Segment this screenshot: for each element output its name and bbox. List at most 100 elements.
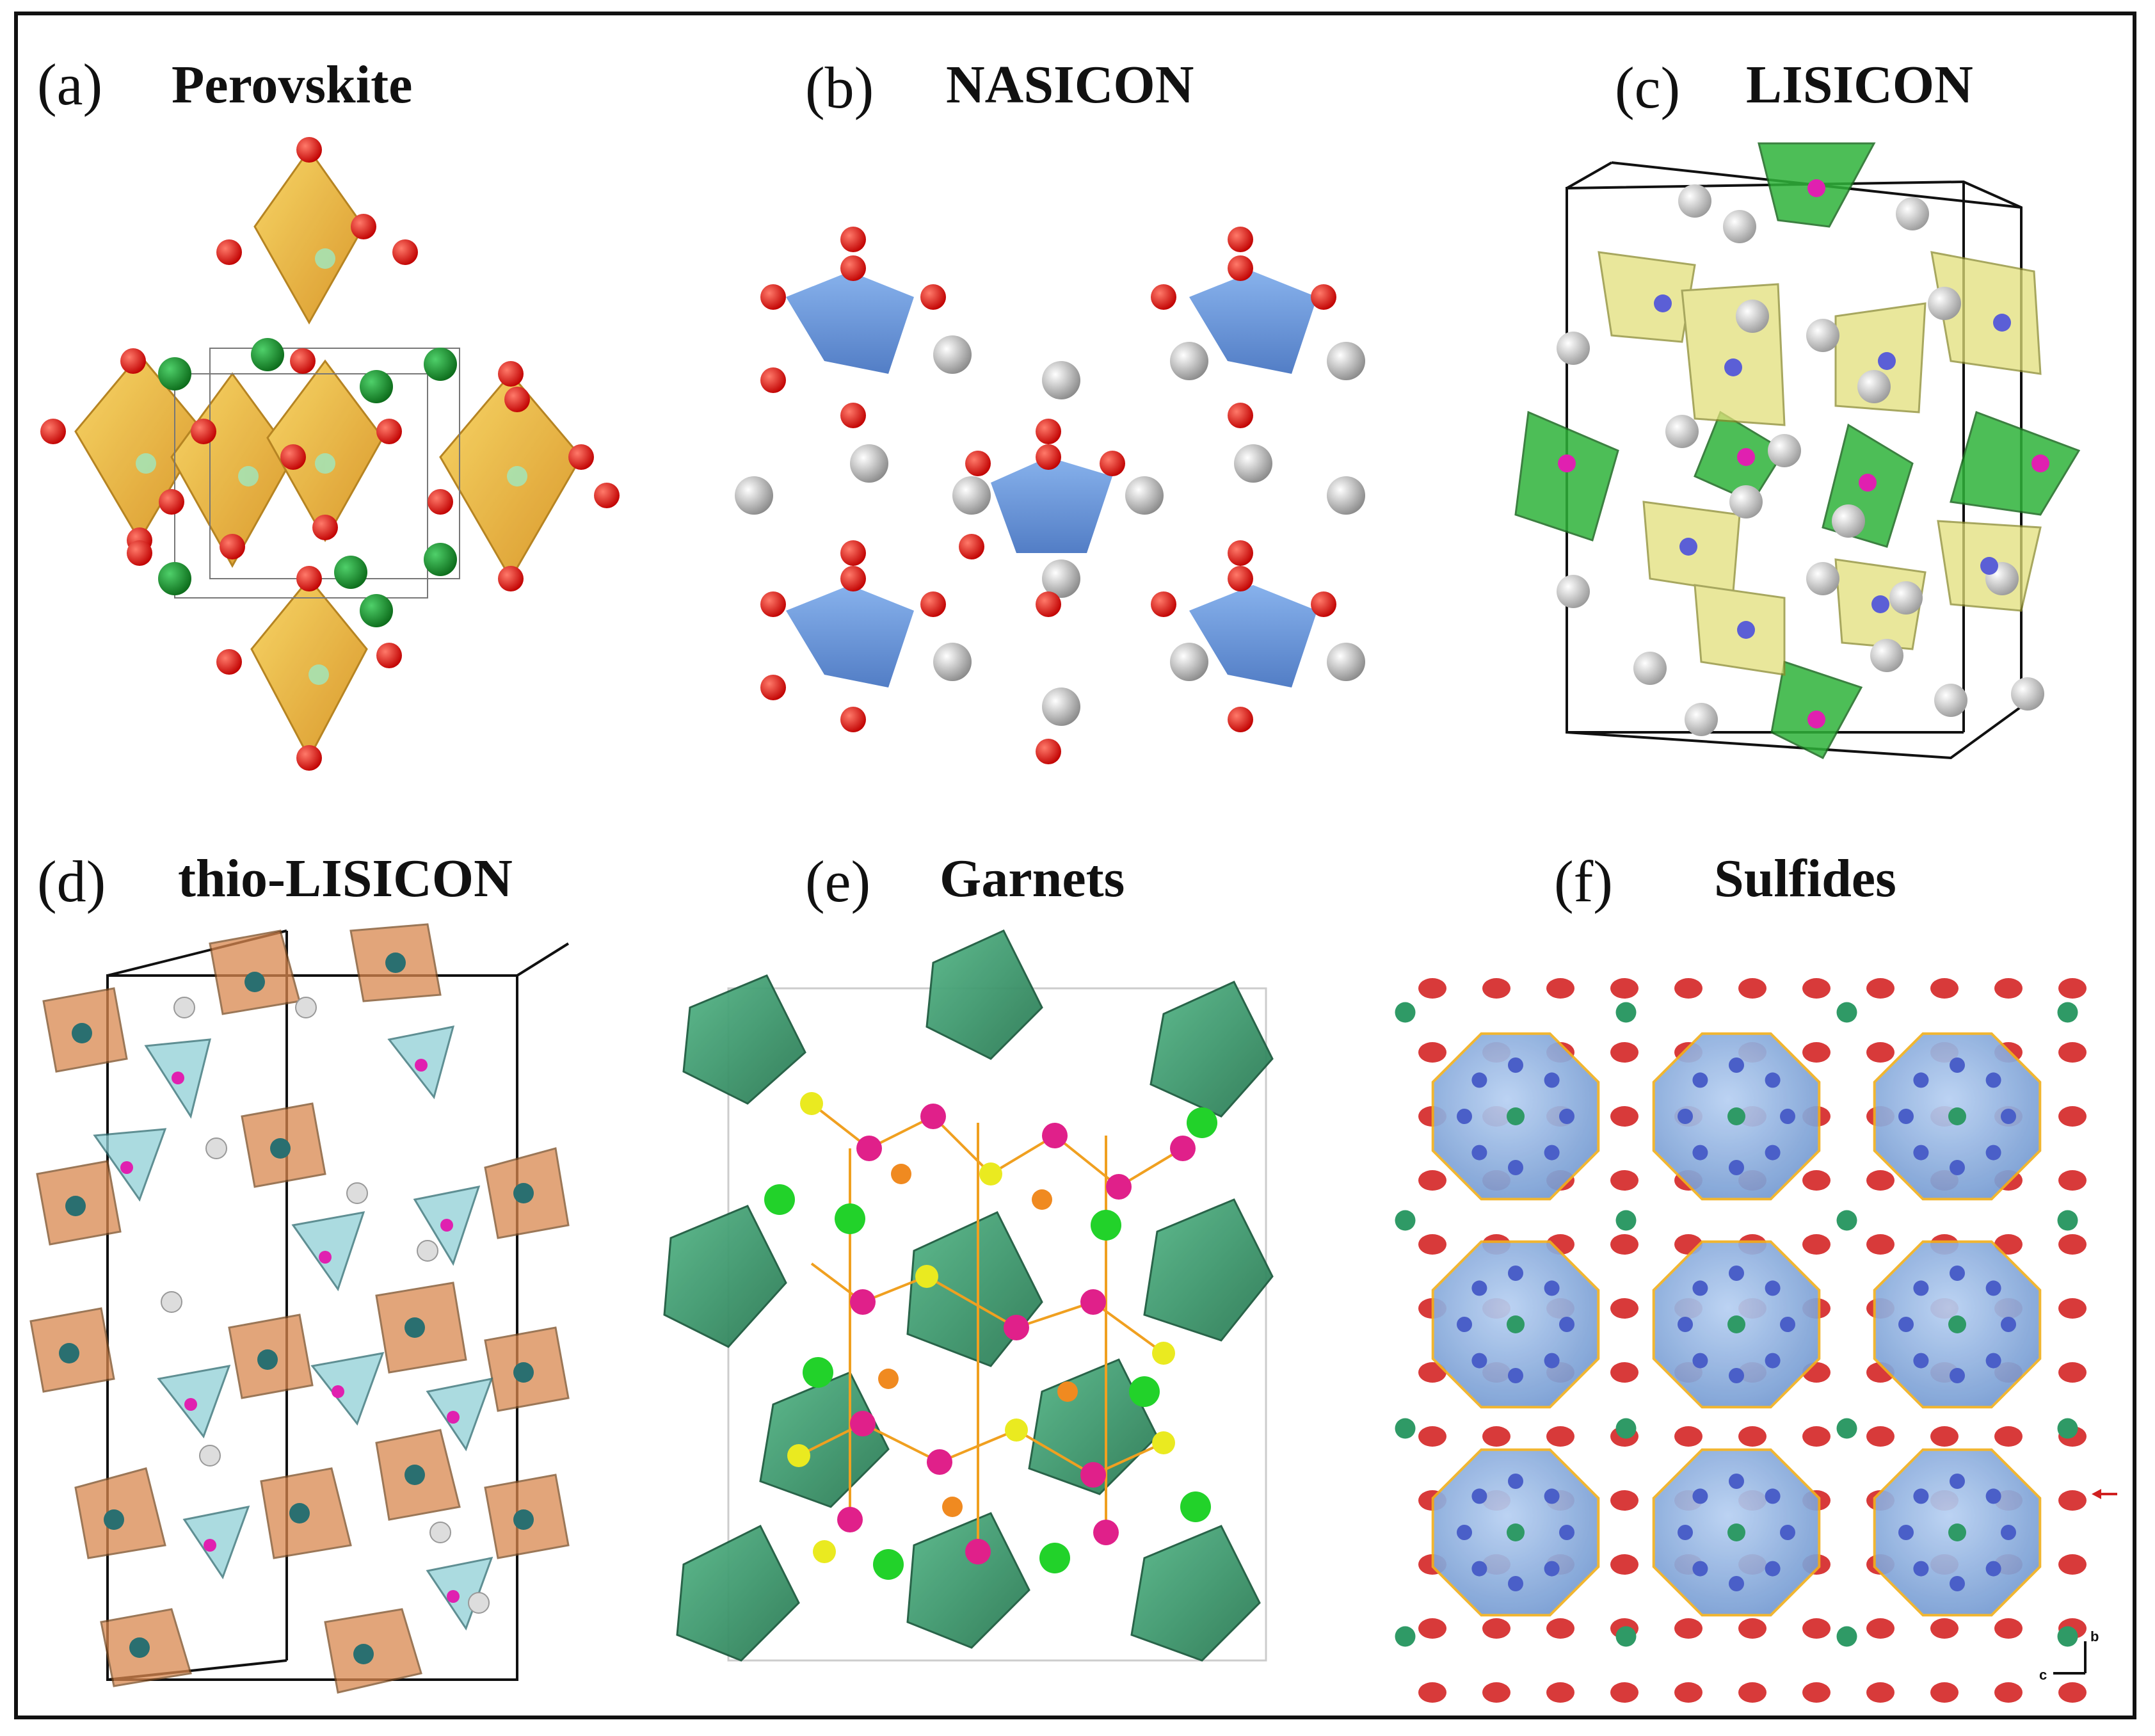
green-atom: [1836, 1210, 1857, 1231]
arrow-indicator: [2092, 1489, 2117, 1499]
cluster-center: [1727, 1315, 1745, 1333]
green-atom: [1395, 1210, 1416, 1231]
red-atom: [1418, 1362, 1446, 1383]
cluster-atom: [1950, 1576, 1965, 1591]
panel-label: (b): [805, 55, 874, 120]
red-atom: [1802, 978, 1831, 999]
blue-centers: [1654, 294, 2011, 639]
red-atom: [1610, 1106, 1638, 1127]
cluster-atom: [1544, 1561, 1560, 1577]
green-atom: [1615, 1626, 1637, 1647]
cluster-atom: [1913, 1072, 1929, 1088]
cluster-center: [1727, 1523, 1745, 1541]
panel-label: (d): [37, 849, 106, 914]
red-atom: [1482, 1682, 1510, 1703]
cluster-atom: [2001, 1109, 2016, 1124]
cluster-atom: [1544, 1353, 1560, 1369]
panel-d-thio-lisicon: (d) thio-LISICON: [18, 816, 658, 1723]
cluster-atom: [1559, 1109, 1574, 1124]
red-atom: [2058, 1682, 2087, 1703]
red-atom: [1994, 1234, 2023, 1255]
green-atom: [2057, 1210, 2078, 1231]
cluster-atom: [1508, 1160, 1523, 1175]
cluster-center: [1507, 1315, 1525, 1333]
cluster-atom: [1898, 1317, 1914, 1332]
red-atom: [2058, 1490, 2087, 1511]
red-atom: [1930, 1618, 1959, 1639]
cluster-atom: [1765, 1072, 1781, 1088]
red-atom: [1994, 1426, 2023, 1447]
cluster-atom: [1985, 1072, 2001, 1088]
panel-title: NASICON: [946, 55, 1194, 115]
cluster-atom: [1544, 1280, 1560, 1296]
red-atom: [1738, 1426, 1766, 1447]
cluster-atom: [1508, 1474, 1523, 1489]
blue-clusters: [1431, 1032, 2042, 1617]
perovskite-structure-illustration: [40, 137, 620, 771]
oxygen-atoms: [40, 137, 620, 771]
green-atom: [1615, 1002, 1637, 1023]
red-atom: [1866, 978, 1895, 999]
red-atom: [1418, 1170, 1446, 1191]
red-atom: [1610, 1682, 1638, 1703]
cluster-atom: [1559, 1525, 1574, 1540]
red-atom: [1546, 978, 1574, 999]
cluster-atom: [1950, 1057, 1965, 1073]
cluster-atom: [1765, 1145, 1781, 1161]
red-atom: [1610, 1362, 1638, 1383]
cluster-atom: [1780, 1109, 1795, 1124]
oxygen-atoms: [760, 227, 1336, 764]
red-atom: [2058, 1170, 2087, 1191]
red-atom: [1482, 978, 1510, 999]
orange-atoms: [878, 1164, 1078, 1517]
green-atom: [2057, 1418, 2078, 1439]
red-atom: [1802, 1042, 1831, 1063]
garnet-structure-illustration: [663, 929, 1274, 1662]
panel-e-garnets: (e) Garnets: [658, 816, 1394, 1723]
cluster-atom: [1729, 1576, 1744, 1591]
nasicon-structure-illustration: [735, 227, 1365, 764]
panel-label: (c): [1615, 55, 1681, 120]
thio-lisicon-structure-illustration: [29, 923, 570, 1694]
green-atom: [2057, 1002, 2078, 1023]
cluster-atom: [1692, 1072, 1708, 1088]
red-atom: [1930, 1682, 1959, 1703]
green-atom: [1615, 1418, 1637, 1439]
cluster-atom: [1780, 1525, 1795, 1540]
red-atom: [1674, 1682, 1702, 1703]
magenta-atoms: [120, 1059, 460, 1603]
cluster-atom: [1692, 1353, 1708, 1369]
red-atom: [1674, 978, 1702, 999]
grey-atoms: [161, 997, 490, 1614]
red-atom: [1802, 1426, 1831, 1447]
red-atom: [1418, 1234, 1446, 1255]
cluster-atom: [2001, 1525, 2016, 1540]
red-atom: [2058, 1042, 2087, 1063]
unit-cell-lines: [174, 348, 460, 599]
cluster-center: [1948, 1523, 1966, 1541]
red-atom: [1546, 1618, 1574, 1639]
cluster-atom: [1729, 1266, 1744, 1281]
cluster-atom: [1678, 1525, 1693, 1540]
panel-title: Garnets: [940, 849, 1125, 908]
red-atom: [1866, 1682, 1895, 1703]
cluster-atom: [1544, 1072, 1560, 1088]
red-atom: [1418, 1426, 1446, 1447]
green-tetrahedra: [1514, 142, 2081, 759]
cluster-atom: [1898, 1109, 1914, 1124]
cluster-center: [1507, 1107, 1525, 1125]
panel-b-nasicon: (b) NASICON: [722, 15, 1426, 816]
grey-atoms: [735, 335, 1365, 726]
bright-green-atoms: [764, 1107, 1217, 1580]
red-atom: [1802, 1234, 1831, 1255]
yellow-atoms: [787, 1092, 1175, 1563]
red-atom: [1738, 978, 1766, 999]
red-atom: [1610, 1298, 1638, 1319]
cluster-atom: [1950, 1368, 1965, 1383]
grey-atoms: [1557, 184, 2044, 736]
red-atom: [1482, 1426, 1510, 1447]
cluster-atom: [1985, 1561, 2001, 1577]
panel-c-lisicon: (c) LISICON: [1426, 15, 2133, 816]
panel-f-sulfides: (f) Sulfides b c: [1394, 816, 2133, 1723]
octahedra: [74, 148, 582, 760]
